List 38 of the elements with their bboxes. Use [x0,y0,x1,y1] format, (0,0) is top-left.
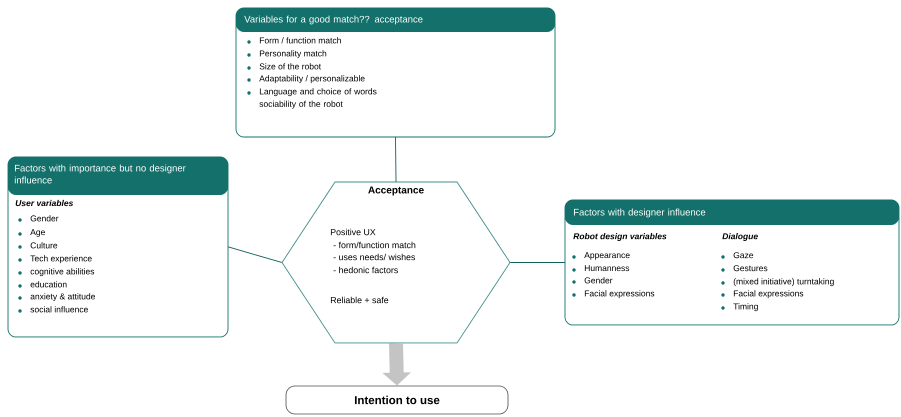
card-header: Factors with importance but no designer influence [8,157,228,195]
bullet-item: Form / function match [247,37,341,44]
bullet-item: Age [18,229,45,237]
column-heading: Dialogue [722,233,758,241]
column-heading: Robot design variables [573,233,666,241]
bullet-item: Humanness [572,265,630,272]
bullet-item: Appearance [572,252,630,260]
bullet-item: Gestures [721,265,768,272]
bullet-item: Gender [572,277,612,284]
connector-line [395,137,396,182]
bullet-item: Language and choice of words sociability of the robot [247,88,377,109]
bullet-item: Adaptability / personalizable [247,75,365,84]
bullet-item: Facial expressions [572,290,654,298]
bullet-item: social influence [18,306,88,313]
bullet-item: (mixed initiative) turntaking [721,278,834,286]
text-line: - uses needs/ wishes [334,254,416,260]
card-header: Factors with designer influence [565,200,899,225]
text-line: Reliable + safe [330,296,388,304]
text-line: - hedonic factors [334,266,398,274]
bullet-item: Gaze [721,252,754,259]
bullet-item: anxiety & attitude [18,293,96,302]
bullet-item: Timing [721,303,758,312]
bullet-item: Culture [18,242,58,249]
bullet-item: cognitive abilities [18,268,94,276]
bullet-item: Size of the robot [247,63,322,70]
column-heading: User variables [16,200,74,206]
text-line: - form/function match [334,242,416,248]
terminal-box: Intention to use [286,386,508,414]
connector-line [228,246,282,263]
bullet-item: education [18,281,67,288]
bullet-item: Personality match [247,50,326,58]
card-header: Variables for a good match?? acceptance [236,8,555,32]
bullet-item: Gender [18,215,58,222]
text-line: Positive UX [330,228,376,236]
bullet-item: Facial expressions [721,290,804,298]
hexagon-title: Acceptance [368,186,424,196]
bullet-item: Tech experience [18,255,92,264]
connector-line [510,262,565,263]
